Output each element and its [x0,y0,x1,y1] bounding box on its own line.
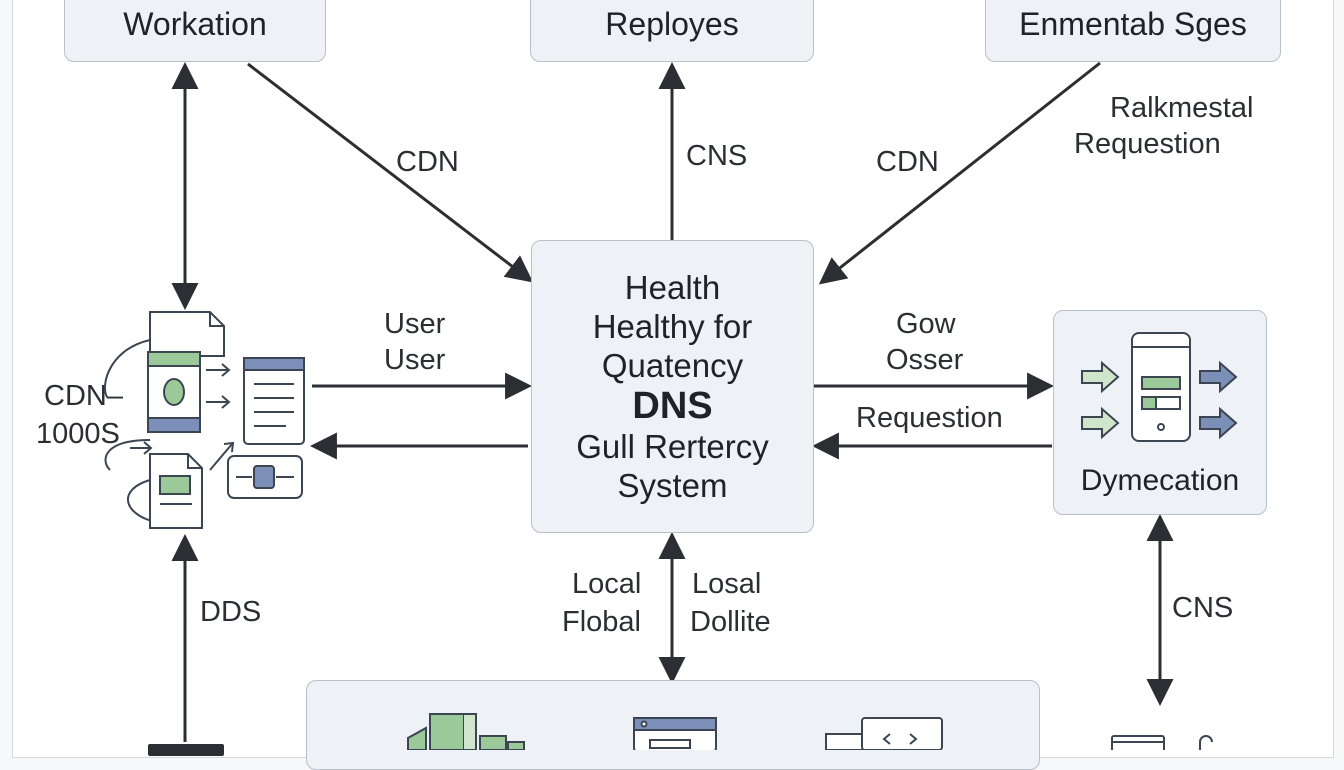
bottom-stack-icon [407,713,525,750]
center-line3: Quatency [601,347,744,384]
workation-label: Workation [123,6,267,42]
center-line5: Gull Rertercy [576,428,769,465]
center-line2: Healthy for [592,308,753,345]
edge-label-dds: DDS [200,596,262,628]
center-line6: System [617,467,728,504]
enmentab-label: Enmentab Sges [1019,6,1247,42]
edge-label-gow: Gow [896,308,956,340]
bottom-browser-icon [633,717,717,750]
dymecation-box: Dymecation [1053,310,1267,515]
bottom-right-partial-icon [1111,735,1213,750]
center-dns-title: DNS [632,385,713,427]
cluster-label-line2: 1000S [36,418,120,450]
bottom-left-partial [148,744,224,756]
edge-label-requestion-mid: Requestion [856,402,1003,434]
phone-sync-icon [1081,332,1238,442]
bottom-code-icon [825,717,943,750]
arrow-enmentab-center [818,61,1101,285]
edge-label-cdn-right: CDN [876,146,939,178]
edge-label-cns-right: CNS [1172,592,1234,624]
center-line1: Health [624,269,721,306]
cluster-label-line1: CDN– [44,380,123,412]
edge-label-requestion-top: Requestion [1074,128,1221,160]
arrow-workation-center [247,62,534,283]
edge-label-user-2: User [384,344,446,376]
document-cluster-icon [104,311,305,529]
edge-label-user-1: User [384,308,446,340]
reployes-box: Reployes [530,0,814,62]
edge-label-flobal: Flobal [562,606,641,638]
connector-layer [171,61,1174,742]
edge-label-rallmestal: Ralkmestal [1110,92,1254,124]
edge-label-dollite: Dollite [690,606,771,638]
dns-system-text: Health Healthy for Quatency DNS Gull Rer… [576,268,769,505]
edge-label-local: Local [572,568,642,600]
dymecation-label: Dymecation [1080,464,1240,497]
edge-label-losal: Losal [692,568,762,600]
reployes-label: Reployes [605,6,739,42]
dns-system-box: Health Healthy for Quatency DNS Gull Rer… [531,240,814,533]
edge-label-cdn-left: CDN [396,146,459,178]
workation-box: Workation [64,0,326,62]
edge-label-osser: Osser [886,344,964,376]
edge-label-cns-top: CNS [686,140,748,172]
enmentab-box: Enmentab Sges [985,0,1281,62]
